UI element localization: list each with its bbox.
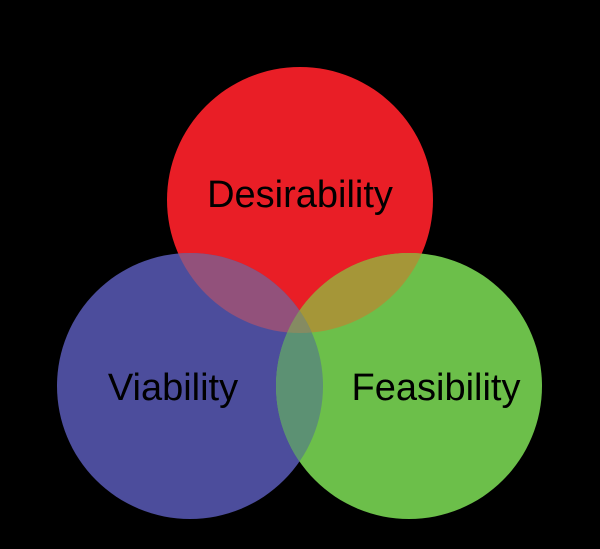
desirability-label: Desirability <box>207 174 393 216</box>
overlap-desirability-feasibility <box>276 253 433 333</box>
viability-label: Viability <box>108 367 238 409</box>
feasibility-label: Feasibility <box>352 367 521 409</box>
overlap-desirability-viability <box>167 253 323 333</box>
